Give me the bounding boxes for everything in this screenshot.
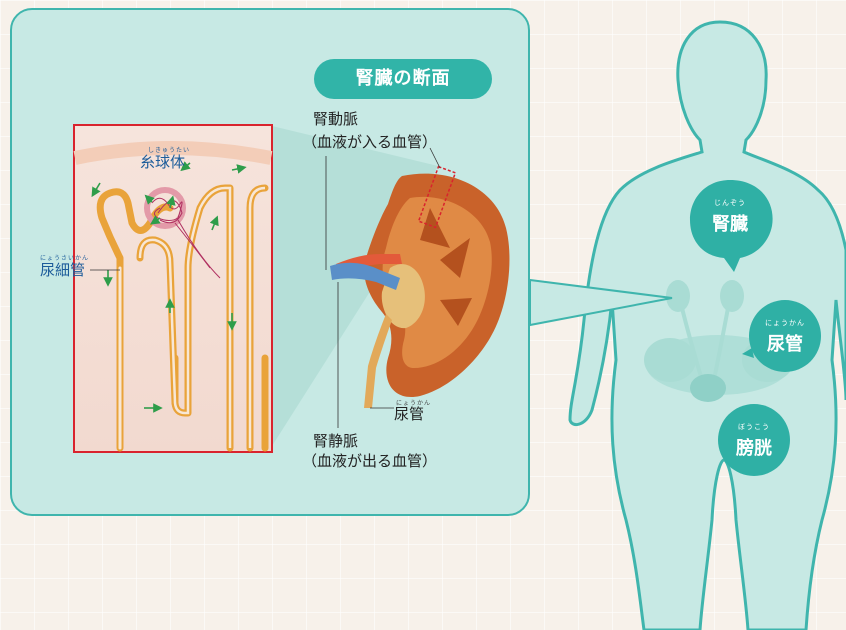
artery-note: （血液が入る血管）: [302, 133, 437, 152]
body-kidney-right: [720, 280, 744, 312]
vein-note: （血液が出る血管）: [302, 452, 437, 471]
body-kidney-text: 腎臓: [712, 214, 748, 235]
body-ureter-text: 尿管: [767, 334, 803, 355]
body-kidney-label: じんぞう 腎臓: [694, 198, 766, 236]
body-bladder-ruby: ぼうこう: [718, 422, 790, 432]
artery-label: 腎動脈: [313, 110, 358, 129]
kidney-ureter-label: 尿管: [394, 405, 424, 424]
hip-left: [644, 338, 696, 382]
body-kidney-left: [666, 280, 690, 312]
glomerulus-label: 糸球体: [140, 153, 185, 172]
body-ureter-ruby: にょうかん: [749, 318, 821, 328]
tubule-label: 尿細管: [40, 261, 85, 280]
body-bladder: [690, 374, 726, 402]
body-kidney-ruby: じんぞう: [694, 198, 766, 208]
body-bladder-text: 膀胱: [736, 438, 772, 459]
vein-label: 腎静脈: [313, 432, 358, 451]
body-ureter-label: にょうかん 尿管: [749, 318, 821, 356]
body-bladder-label: ぼうこう 膀胱: [718, 422, 790, 460]
